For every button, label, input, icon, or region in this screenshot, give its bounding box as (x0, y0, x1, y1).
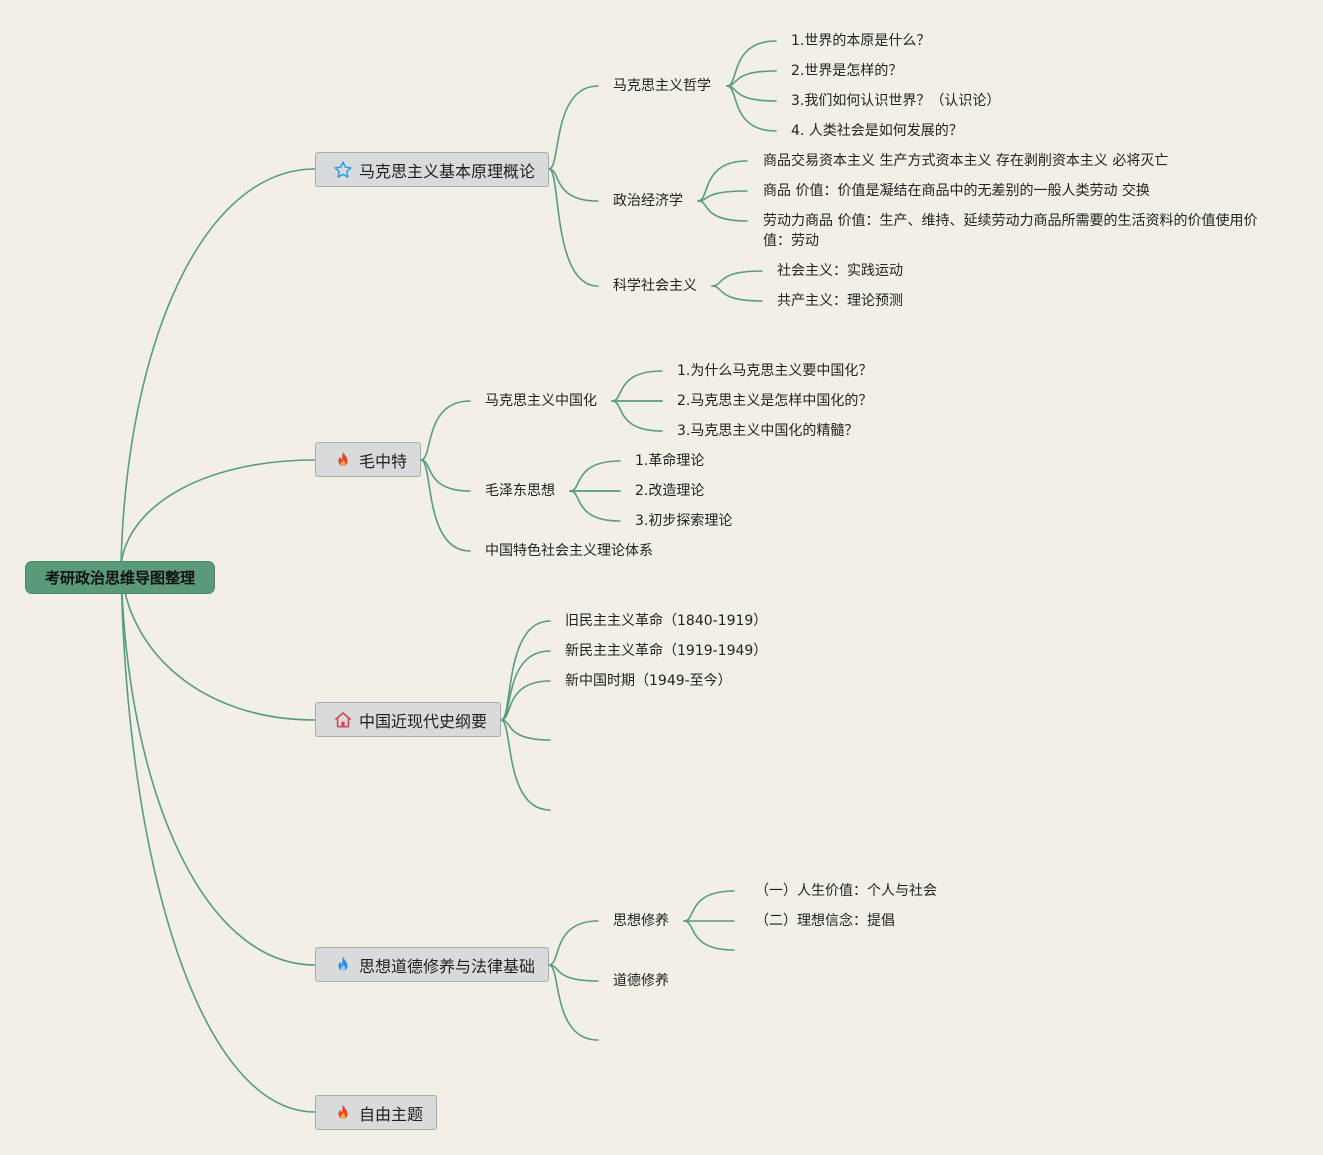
connector-curve (500, 680, 551, 721)
leaf-item[interactable]: 2.改造理论 (635, 483, 705, 499)
connector-curve (420, 459, 471, 492)
connector-curve (500, 719, 551, 811)
connector-curve (683, 920, 735, 951)
leaf-item[interactable]: 1.为什么马克思主义要中国化？ (677, 363, 873, 379)
connector-curve (569, 490, 621, 522)
connector-curve (500, 650, 551, 721)
leaf-item[interactable]: 商品交易资本主义 生产方式资本主义 存在剥削资本主义 必将灭亡 (763, 153, 1169, 169)
connector-curve (726, 85, 777, 102)
leaf-item[interactable]: 4. 人类社会是如何发展的？ (791, 123, 963, 139)
leaf-item[interactable]: 共产主义：理论预测 (777, 293, 903, 309)
connector-curve (420, 400, 471, 461)
connector-curve (548, 920, 599, 966)
connector-root (120, 565, 316, 1113)
subtopic-thought-cultivation[interactable]: 思想修养 (613, 913, 669, 929)
connector-curve (548, 168, 599, 287)
connector-curve (500, 719, 551, 741)
connector-curve (697, 160, 748, 202)
connector-curve (711, 285, 763, 302)
connector-curve (697, 190, 748, 202)
connector-curve (548, 964, 599, 1041)
subtopic-mao-thought[interactable]: 毛泽东思想 (485, 483, 555, 499)
subtopic-scientific-socialism[interactable]: 科学社会主义 (613, 278, 697, 294)
root-topic[interactable]: 考研政治思维导图整理 (25, 561, 215, 594)
fire-icon (333, 955, 353, 975)
topic-modern-history[interactable]: 中国近现代史纲要 (315, 702, 501, 737)
fire-icon (333, 1103, 353, 1123)
connector-curve (711, 270, 763, 287)
topic-label: 中国近现代史纲要 (359, 711, 488, 731)
connector-curve (548, 964, 599, 982)
connector-curve (683, 890, 735, 922)
leaf-item[interactable]: 3.初步探索理论 (635, 513, 733, 529)
leaf-item[interactable]: 1.革命理论 (635, 453, 705, 469)
leaf-item[interactable]: 3.我们如何认识世界？（认识论） (791, 93, 1001, 109)
star-icon (333, 160, 353, 180)
home-icon (333, 710, 353, 730)
connector-curve (569, 460, 621, 492)
topic-label: 马克思主义基本原理概论 (359, 161, 536, 181)
topic-label: 自由主题 (359, 1104, 424, 1124)
leaf-item[interactable]: 旧民主主义革命（1840-1919） (565, 613, 768, 629)
topic-label: 毛中特 (359, 451, 408, 471)
connector-curve (548, 85, 599, 170)
connector-curve (726, 70, 777, 87)
leaf-item[interactable]: 劳动力商品 价值：生产、维持、延续劳动力商品所需要的生活资料的价值使用价值：劳动 (763, 213, 1258, 249)
leaf-item[interactable]: 社会主义：实践运动 (777, 263, 903, 279)
topic-marxism-principles[interactable]: 马克思主义基本原理概论 (315, 152, 549, 187)
subtopic-political-economy[interactable]: 政治经济学 (613, 193, 683, 209)
connector-root (120, 168, 316, 567)
leaf-item[interactable]: 2.世界是怎样的？ (791, 63, 903, 79)
connector-curve (726, 85, 777, 132)
leaf-item[interactable]: 2.马克思主义是怎样中国化的？ (677, 393, 873, 409)
topic-free-topic[interactable]: 自由主题 (315, 1095, 437, 1130)
topic-label: 思想道德修养与法律基础 (359, 956, 536, 976)
leaf-item[interactable]: 1.世界的本原是什么？ (791, 33, 931, 49)
connector-curve (611, 370, 663, 402)
leaf-item[interactable]: 3.马克思主义中国化的精髓？ (677, 423, 859, 439)
leaf-item[interactable]: 新民主主义革命（1919-1949） (565, 643, 768, 659)
connector-curve (420, 459, 471, 552)
subtopic-sinicization[interactable]: 马克思主义中国化 (485, 393, 597, 409)
root-title: 考研政治思维导图整理 (44, 569, 195, 587)
topic-ethics-law[interactable]: 思想道德修养与法律基础 (315, 947, 549, 982)
subtopic-philosophy[interactable]: 马克思主义哲学 (613, 78, 711, 94)
connector-curve (611, 400, 663, 432)
connector-curve (500, 620, 551, 721)
leaf-item[interactable]: 商品 价值：价值是凝结在商品中的无差别的一般人类劳动 交换 (763, 183, 1150, 199)
leaf-item[interactable]: 新中国时期（1949-至今） (565, 673, 732, 689)
connector-root (120, 565, 316, 966)
topic-mao-theory[interactable]: 毛中特 (315, 442, 421, 477)
leaf-item[interactable]: （二）理想信念：提倡 (755, 913, 895, 929)
connector-curve (726, 40, 777, 87)
connector-root (120, 459, 316, 567)
leaf-item[interactable]: （一）人生价值：个人与社会 (755, 883, 937, 899)
subtopic-socialism-theory[interactable]: 中国特色社会主义理论体系 (485, 543, 653, 559)
connector-curve (548, 168, 599, 202)
subtopic-moral-cultivation[interactable]: 道德修养 (613, 973, 669, 989)
fire-icon (333, 450, 353, 470)
connector-curve (697, 200, 748, 222)
